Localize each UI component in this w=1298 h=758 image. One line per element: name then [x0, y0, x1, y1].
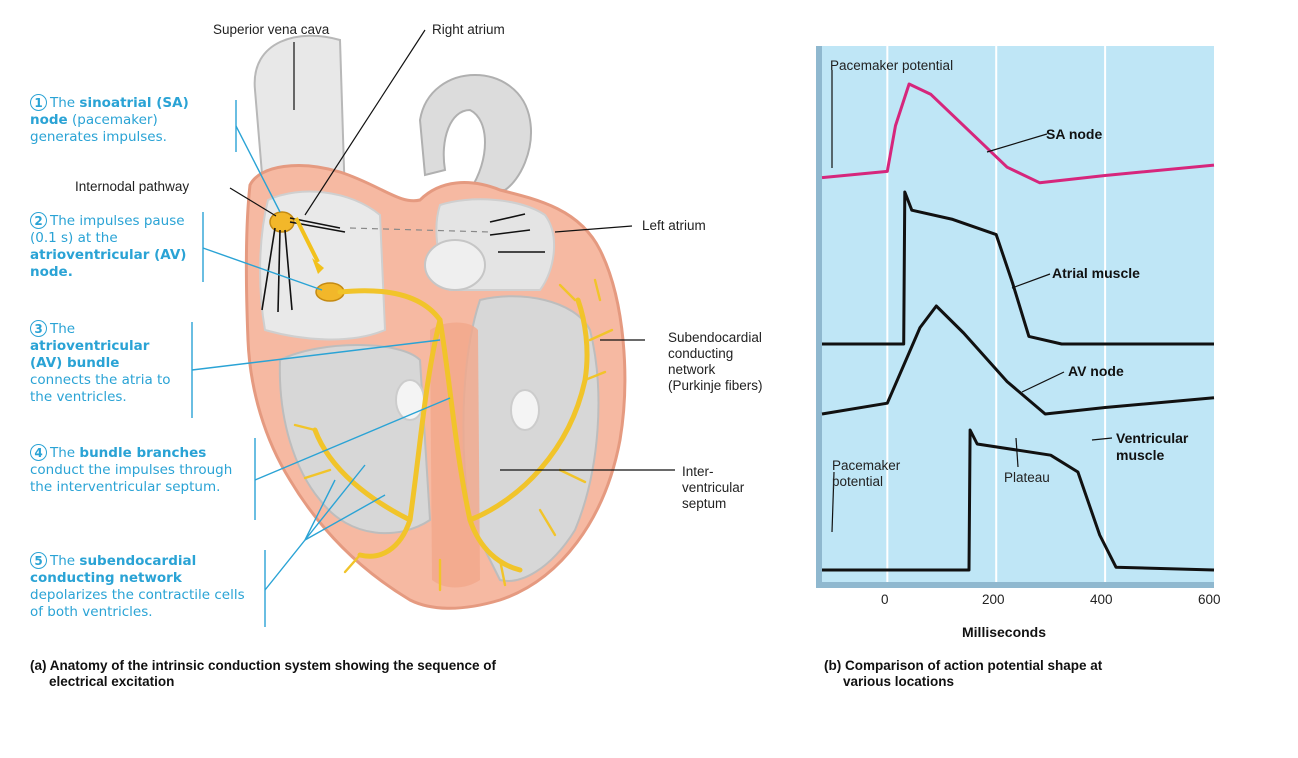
caption-b-line-1: (b) Comparison of action potential shape… [824, 658, 1103, 673]
step-5-post: depolarizes the contractile cells of bot… [30, 587, 245, 620]
step-1-bold: sinoatrial (SA) node [30, 95, 189, 128]
series-line-av-node [821, 304, 1215, 416]
series-label-ventricular-muscle-text: Ventricular muscle [1116, 430, 1189, 463]
series-label-av-node: AV node [1068, 363, 1124, 379]
heart-illustration [191, 29, 675, 627]
label-interventricular-septum: Inter- ventricular septum [682, 464, 744, 512]
leader-line-1 [1011, 273, 1051, 289]
series-line-atrial-muscle [822, 190, 1214, 346]
caption-a-line-2: electrical excitation [49, 674, 175, 689]
x-tick-600: 600 [1198, 592, 1221, 607]
series-label-sa-node: SA node [1046, 126, 1103, 142]
caption-a-line-1: (a) Anatomy of the intrinsic conduction … [30, 658, 497, 673]
series-label-atrial-muscle: Atrial muscle [1052, 265, 1140, 281]
label-plateau: Plateau [1004, 470, 1050, 485]
y-axis-bar [816, 46, 822, 588]
step-4-pre: The [50, 445, 80, 461]
leader-line-4 [1015, 437, 1019, 468]
series-line-sa-node [821, 82, 1215, 185]
label-interventricular-line-1: Inter- [682, 464, 714, 479]
label-interventricular-line-3: septum [682, 496, 727, 511]
step-1-number: 1 [30, 94, 47, 111]
step-5-number: 5 [30, 552, 47, 569]
step-3-pre: The [50, 321, 76, 337]
label-subendocardial-line-4: (Purkinje fibers) [668, 378, 763, 393]
step-5-pre: The [50, 553, 80, 569]
x-tick-400: 400 [1090, 592, 1113, 607]
step-4-post: conduct the impulses through the interve… [30, 462, 233, 495]
series-label-ventricular-muscle: Ventricular muscle [1116, 430, 1216, 464]
step-4-bold: bundle branches [79, 445, 207, 461]
step-3-number: 3 [30, 320, 47, 337]
step-1-pre: The [50, 95, 80, 111]
label-left-atrium: Left atrium [642, 218, 706, 233]
caption-a: (a) Anatomy of the intrinsic conduction … [30, 658, 496, 690]
label-subendocardial-line-1: Subendocardial [668, 330, 762, 345]
step-3-post: connects the atria to the ventricles. [30, 372, 171, 405]
leader-line-6 [831, 471, 835, 533]
leader-line-0 [986, 133, 1048, 153]
label-pacemaker-bottom-line-2: potential [832, 474, 884, 489]
x-axis-label: Milliseconds [962, 624, 1047, 640]
label-right-atrium: Right atrium [432, 22, 505, 37]
step-4-number: 4 [30, 444, 47, 461]
label-pacemaker-bottom-line-1: Pacemaker [832, 458, 901, 473]
label-superior-vena-cava: Superior vena cava [213, 22, 330, 37]
series-line-ventricular-muscle [822, 428, 1215, 572]
label-subendocardial-line-2: conducting [668, 346, 734, 361]
label-pacemaker-top: Pacemaker potential [830, 58, 954, 73]
plot-background [822, 46, 1214, 582]
leader-line-2 [1021, 371, 1065, 393]
label-pacemaker-bottom: Pacemaker potential [832, 458, 900, 490]
caption-b-line-2: various locations [843, 674, 955, 689]
action-potential-chart [816, 46, 1215, 588]
label-subendocardial: Subendocardial conducting network (Purki… [668, 330, 763, 394]
label-subendocardial-line-3: network [668, 362, 716, 377]
step-3-bold: atrioventricular (AV) bundle [30, 338, 150, 371]
step-2-bold: atrioventricular (AV) node. [30, 247, 187, 280]
step-1-post: (pacemaker) generates impulses. [30, 112, 167, 145]
label-interventricular-line-2: ventricular [682, 480, 745, 495]
caption-b: (b) Comparison of action potential shape… [824, 658, 1102, 690]
label-internodal-pathway: Internodal pathway [75, 179, 190, 194]
step-2-number: 2 [30, 212, 47, 229]
leader-line-3 [1091, 437, 1113, 441]
x-tick-0: 0 [881, 592, 889, 607]
x-axis-bar [816, 582, 1214, 588]
x-tick-200: 200 [982, 592, 1005, 607]
step-5-bold: subendocardial conducting network [30, 553, 197, 586]
step-2-pre: The impulses pause (0.1 s) at the [30, 213, 185, 246]
